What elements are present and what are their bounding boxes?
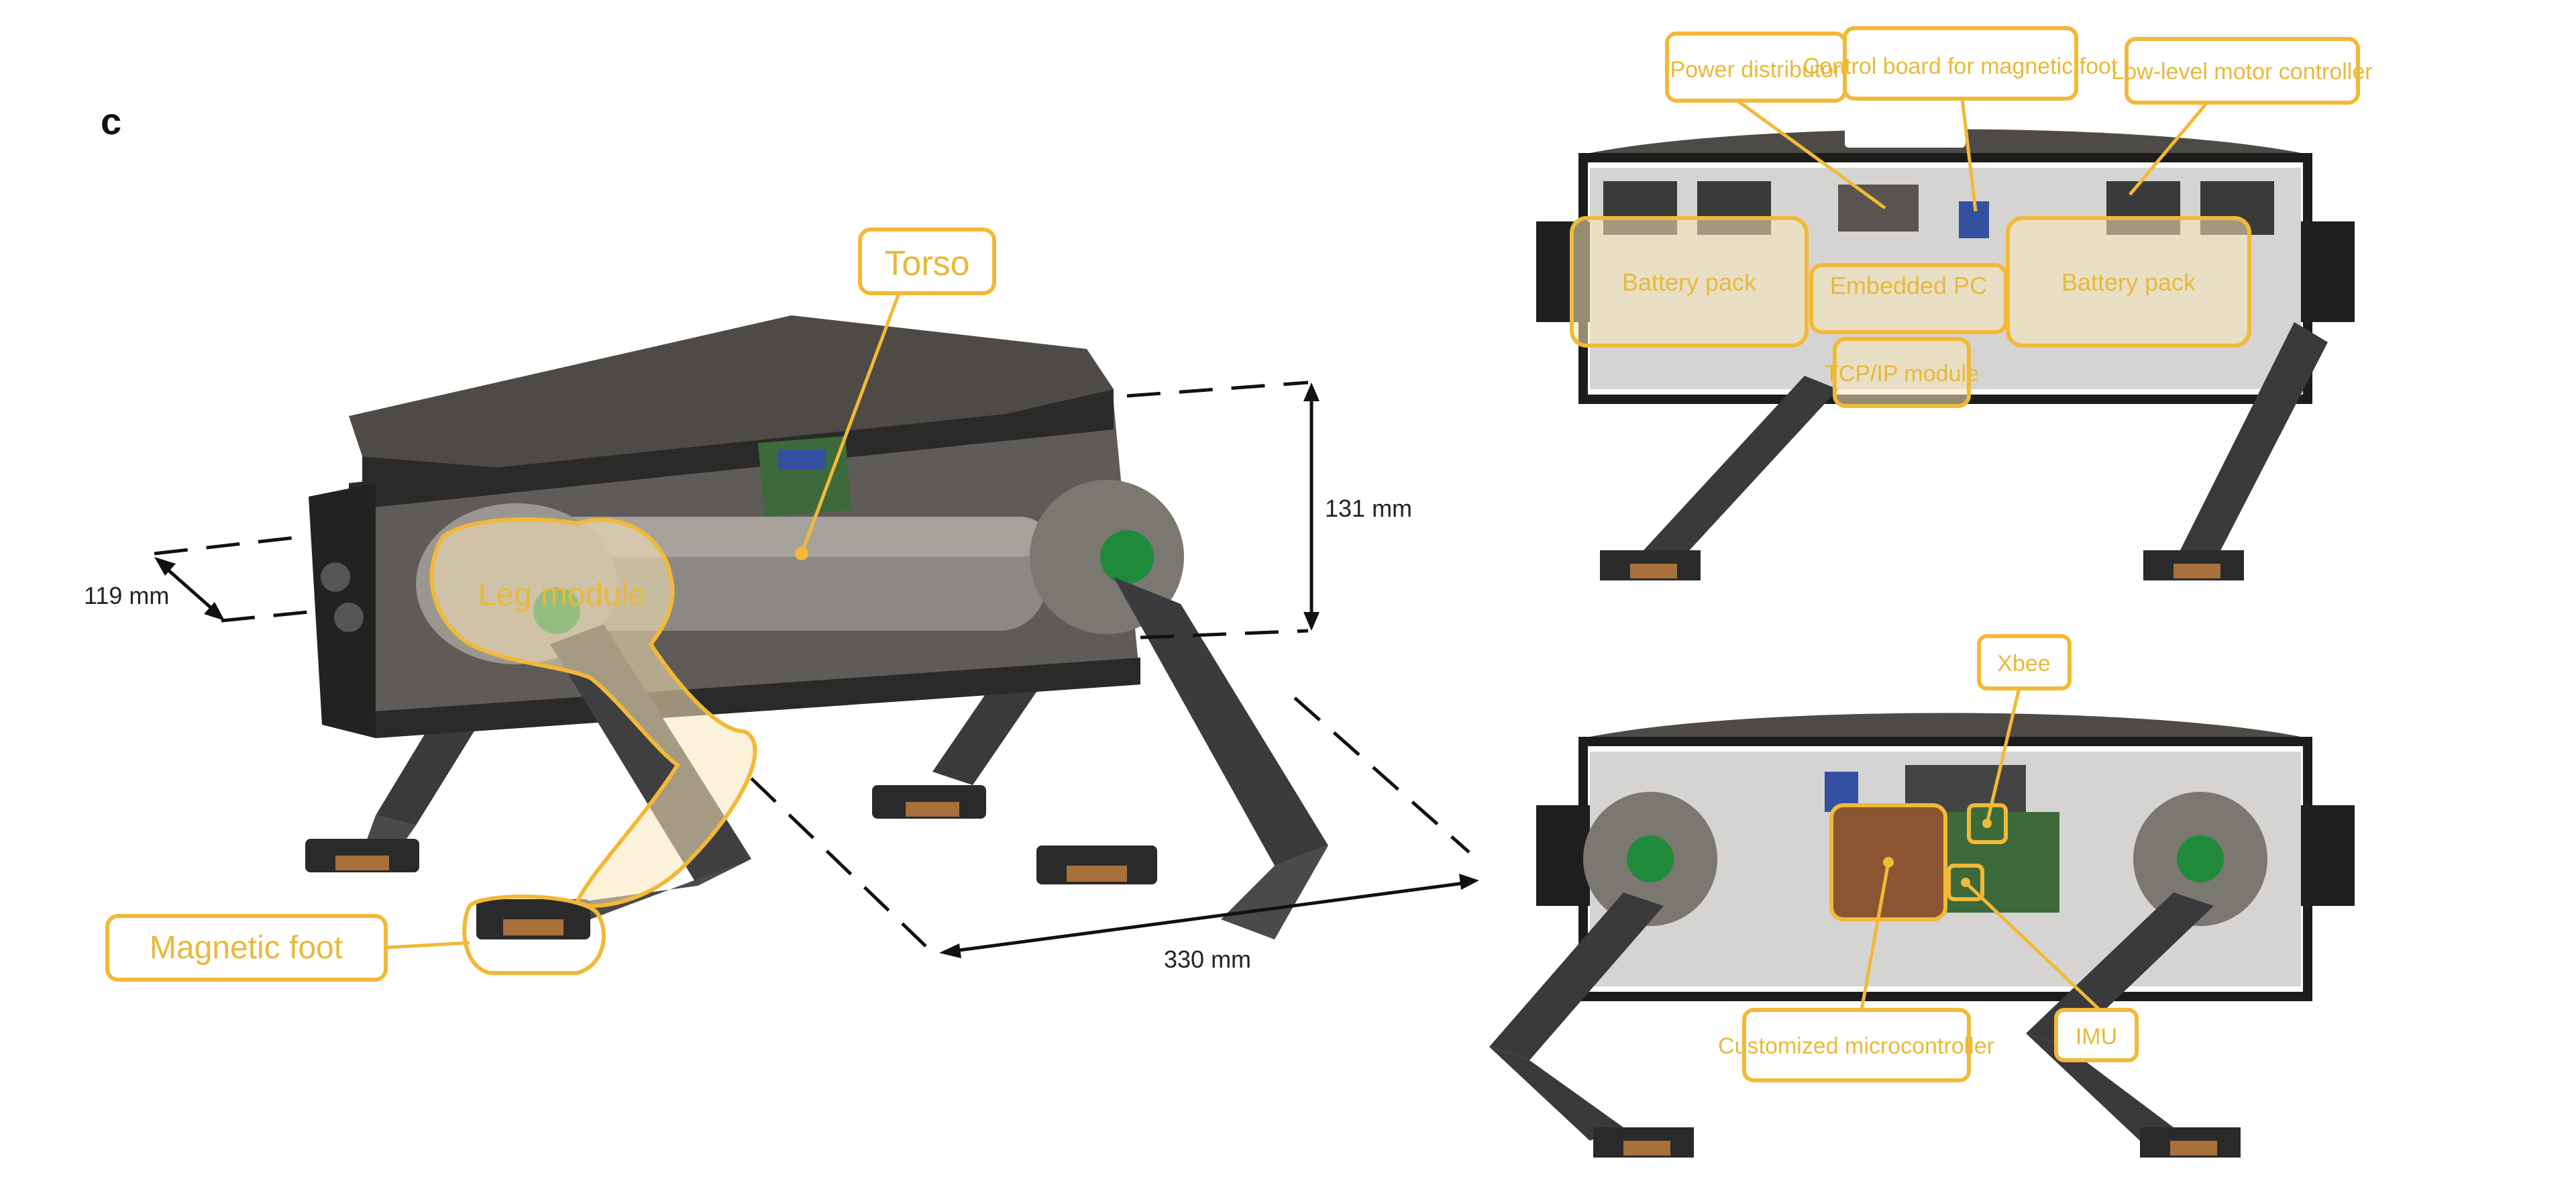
magnetic-foot-label: Magnetic foot bbox=[150, 930, 343, 966]
xbee-box bbox=[1977, 634, 2072, 690]
width-dimension-line bbox=[160, 562, 219, 615]
torso-top-shell bbox=[349, 315, 1114, 483]
battery-pack-left-label: Battery pack bbox=[1622, 268, 1757, 296]
width-guide-bottom bbox=[221, 609, 323, 623]
low-level-motor-controller-leader bbox=[2129, 101, 2208, 196]
customized-microcontroller-box bbox=[1742, 1008, 1971, 1082]
bottom-view: Customized microcontroller Xbee IMU bbox=[1489, 634, 2355, 1158]
bottom-right-motor-hub-icon bbox=[2177, 835, 2224, 882]
battery-pack-right-label: Battery pack bbox=[2061, 268, 2196, 296]
width-guide-top bbox=[154, 535, 303, 556]
height-guide-top bbox=[1126, 380, 1309, 398]
low-level-motor-controller-label: Low-level motor controller bbox=[2111, 59, 2372, 85]
customized-microcontroller-label: Customized microcontroller bbox=[1718, 1033, 1994, 1059]
tcpip-module-box bbox=[1833, 337, 1971, 408]
leg-module-label: Leg module bbox=[478, 577, 647, 613]
length-guide-back bbox=[1293, 697, 1470, 854]
magnetic-foot-leader bbox=[385, 941, 470, 950]
imu-label: IMU bbox=[2076, 1024, 2117, 1050]
embedded-pc-box bbox=[1809, 263, 2008, 334]
torso-box bbox=[858, 227, 996, 295]
length-dimension-line bbox=[949, 880, 1470, 954]
height-dimension-label: 131 mm bbox=[1325, 495, 1412, 522]
bottom-left-motor-hub-icon bbox=[1627, 835, 1674, 882]
control-board-box bbox=[1843, 26, 2078, 101]
length-guide-front bbox=[750, 777, 927, 948]
magnetic-foot-outline bbox=[462, 894, 606, 975]
power-distributor-label: Power distributor bbox=[1670, 57, 1841, 83]
imu-leader bbox=[1964, 881, 2101, 1011]
length-dimension-label: 330 mm bbox=[1164, 945, 1251, 973]
xbee-label: Xbee bbox=[1997, 651, 2050, 676]
control-board-label: Control board for magnetic foot bbox=[1803, 54, 2118, 79]
microcontroller-leader bbox=[1860, 862, 1890, 1011]
imu-box bbox=[2054, 1008, 2139, 1062]
main-isometric-view: Leg module Magnetic foot Torso 131 mm 11… bbox=[84, 227, 1479, 982]
motor-hub-icon bbox=[1100, 530, 1154, 584]
magnetic-foot-box bbox=[105, 914, 388, 982]
control-board-leader bbox=[1960, 98, 1978, 212]
battery-pack-left-box bbox=[1570, 216, 1809, 348]
leg-module-callout bbox=[429, 517, 757, 909]
top-view: Battery pack Battery pack Embedded PC TC… bbox=[1536, 26, 2373, 580]
xbee-leader bbox=[1985, 687, 2021, 824]
embedded-pc-label: Embedded PC bbox=[1830, 272, 1987, 299]
torso-label: Torso bbox=[884, 244, 969, 283]
height-guide-bottom bbox=[1140, 629, 1309, 639]
tcpip-module-label: TCP/IP module bbox=[1825, 361, 1979, 387]
torso-leader bbox=[800, 293, 901, 554]
power-distributor-leader bbox=[1736, 99, 1886, 210]
width-dimension-label: 119 mm bbox=[84, 582, 169, 609]
panel-letter: c bbox=[101, 100, 121, 142]
low-level-motor-controller-box bbox=[2125, 37, 2360, 105]
